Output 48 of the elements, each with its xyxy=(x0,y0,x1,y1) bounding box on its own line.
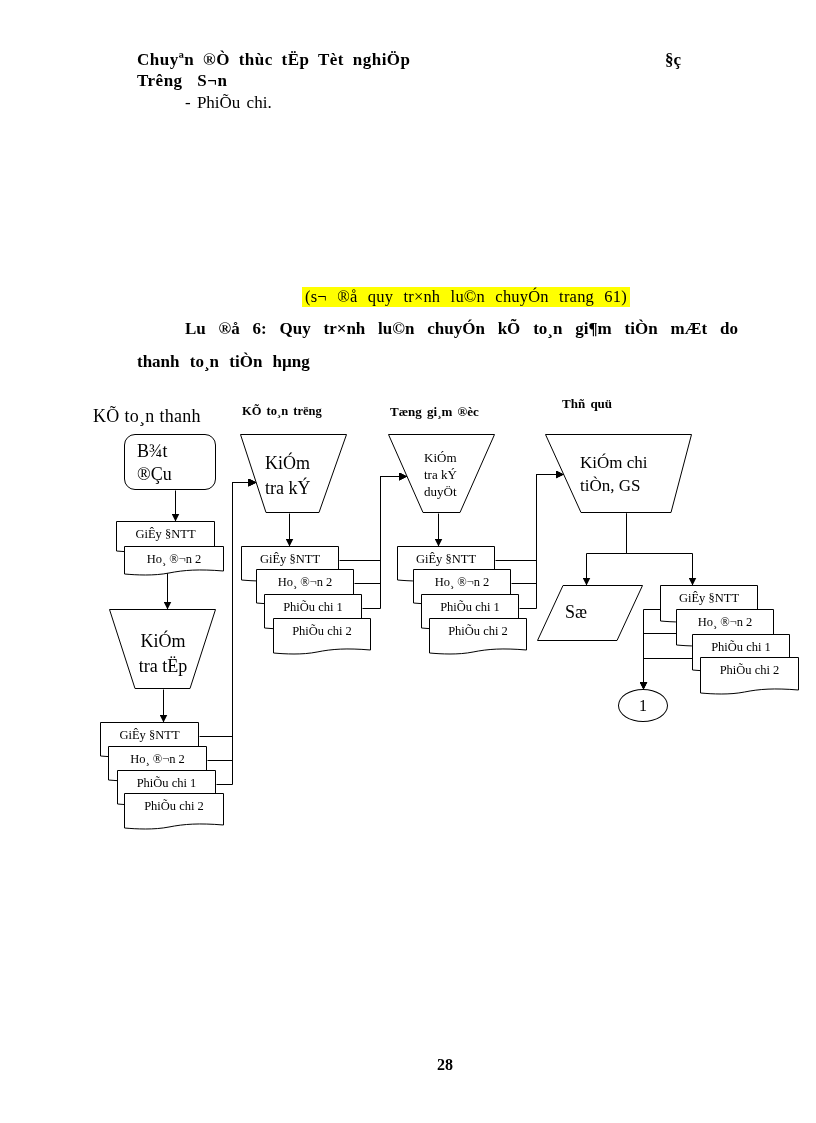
figure-title: Lu ®å 6: Quy tr×nh lu©n chuyÓn kÕ to¸n gi¶m tiÒn mÆt do thanh to¸n tiÒn hµng xyxy=(137,318,738,373)
flow-arrow xyxy=(163,572,172,610)
connector-ellipse xyxy=(618,689,668,722)
document-title: Ho¸ ®¬n 2 xyxy=(277,574,333,590)
step-text: KiÓm chi tiÒn, GS xyxy=(580,452,649,497)
running-header: Chuyªn ®Ò thùc tËp Tèt nghiÖp xyxy=(137,50,411,71)
document-title: PhiÕu chi 1 xyxy=(711,639,771,655)
document-title: GiÊy §NTT xyxy=(119,727,180,743)
document-title: PhiÕu chi 1 xyxy=(283,599,343,615)
flow-arrow xyxy=(171,490,180,522)
page-number: 28 xyxy=(437,1055,453,1075)
document-title: PhiÕu chi 2 xyxy=(719,662,780,678)
lane-heading: Thñ quü xyxy=(562,396,613,412)
document-title: GiÊy §NTT xyxy=(678,590,740,606)
document-title: Ho¸ ®¬n 2 xyxy=(130,751,185,767)
document-title: Ho¸ ®¬n 2 xyxy=(146,551,202,567)
document-title: GiÊy §NTT xyxy=(415,551,477,567)
document-title: GiÊy §NTT xyxy=(259,551,321,567)
flow-arrow xyxy=(639,658,693,690)
body-text: - PhiÕu chi. xyxy=(185,93,272,114)
start-terminal xyxy=(124,434,216,490)
start-text: B¾t ®Çu xyxy=(137,440,173,486)
highlighted-note: (s¬ ®å quy tr×nh lu©n chuyÓn trang 61) xyxy=(302,287,630,307)
document-title: Ho¸ ®¬n 2 xyxy=(697,614,753,630)
flow-arrow xyxy=(285,513,294,547)
lane-heading: KÕ to¸n thanh xyxy=(93,406,201,428)
flow-arrow xyxy=(216,478,257,785)
step-text: KiÓm tra kÝ xyxy=(265,451,312,500)
document-title: PhiÕu chi 2 xyxy=(448,623,508,639)
step-text: KiÓm tra tËp xyxy=(137,629,189,678)
document-title: PhiÕu chi 2 xyxy=(292,623,352,639)
flow-arrow xyxy=(434,513,443,547)
flow-arrow xyxy=(362,472,408,609)
flow-arrow xyxy=(519,470,565,609)
author-name: §ç xyxy=(665,50,682,71)
flow-arrow xyxy=(626,513,697,586)
document-title: PhiÕu chi 1 xyxy=(136,775,197,791)
lane-heading: Tæng gi¸m ®èc xyxy=(390,404,479,420)
author-name: Trêng S¬n xyxy=(137,71,228,92)
document-title: GiÊy §NTT xyxy=(135,526,196,542)
lane-heading: KÕ to¸n trëng xyxy=(242,404,322,419)
connector-number: 1 xyxy=(639,697,647,715)
document-title: PhiÕu chi 2 xyxy=(144,798,204,814)
ledger-text: Sæ xyxy=(565,601,588,624)
document-title: Ho¸ ®¬n 2 xyxy=(434,574,490,590)
document-title: PhiÕu chi 1 xyxy=(440,599,500,615)
step-text: KiÓm tra kÝ duyÖt xyxy=(424,449,458,500)
flow-arrow xyxy=(159,689,168,723)
